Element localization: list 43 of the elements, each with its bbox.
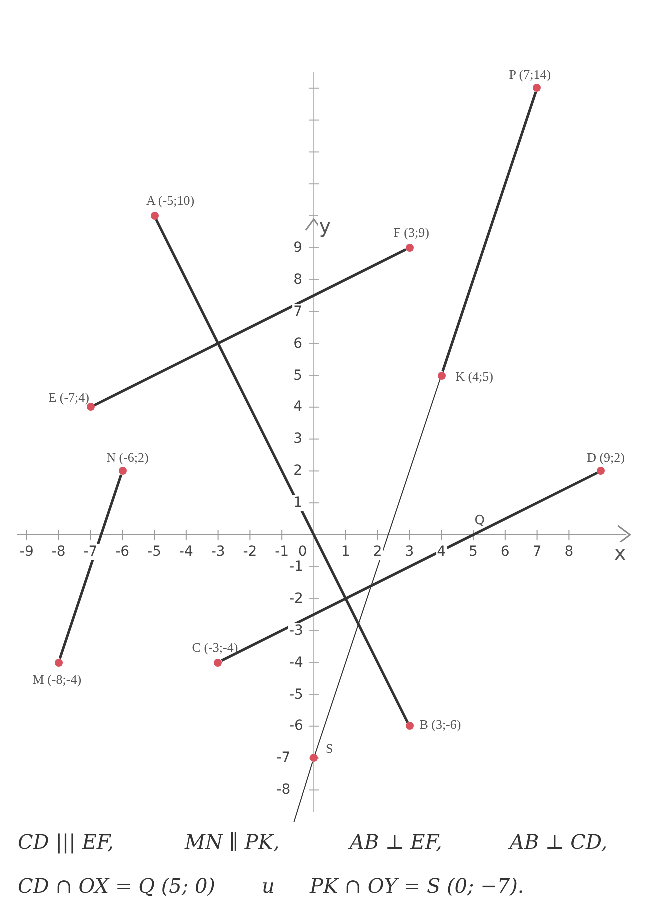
axis-label: y (318, 214, 332, 237)
formula: AB ⊥ EF, (350, 832, 442, 852)
line-segment (155, 219, 410, 724)
point-dot (150, 212, 158, 220)
formula: CD ∩ OX = Q (5; 0) (18, 876, 216, 896)
tick-label: 2 (372, 544, 384, 560)
line-segment (221, 472, 598, 662)
point-dot (214, 658, 222, 667)
point-dot (310, 754, 318, 762)
tick-label: -7 (82, 544, 99, 560)
line-segment (294, 762, 314, 823)
point-dot (86, 403, 95, 412)
line-segment (94, 248, 407, 407)
tick-label: 5 (292, 368, 304, 384)
point-dot (438, 372, 446, 380)
point-dot (406, 722, 414, 730)
point-dot (118, 467, 127, 476)
point-label: P (7;14) (509, 68, 552, 82)
formula: MN ∥ PK, (185, 832, 280, 852)
point-label: A (-5;10) (146, 194, 195, 207)
point-label: K (4;5) (456, 370, 494, 382)
formula: CD ||| EF, (18, 832, 114, 852)
formula: PK ∩ OY = S (0; −7). (310, 876, 524, 896)
point-label: C (-3;-4) (192, 640, 238, 654)
point-dot (533, 84, 542, 92)
point-label: E (-7;4) (48, 391, 90, 404)
point-label: D (9;2) (587, 451, 626, 464)
formula: и (262, 876, 275, 896)
point-label: S (326, 742, 334, 756)
point-label: B (3;-6) (420, 718, 462, 732)
tick-label: 1 (292, 495, 304, 512)
point-dot (54, 658, 63, 667)
point-label: Q (474, 514, 485, 528)
line-segment (314, 378, 441, 755)
point-label: F (3;9) (394, 226, 430, 239)
point-label: M (-8;-4) (32, 672, 82, 686)
formula: AB ⊥ CD, (510, 832, 608, 852)
point-dot (406, 244, 414, 252)
point-dot (597, 467, 606, 476)
tick-label: -5 (288, 686, 304, 702)
point-label: N (-6;2) (106, 451, 149, 464)
line-segment (58, 474, 123, 660)
line-segment (442, 92, 538, 372)
